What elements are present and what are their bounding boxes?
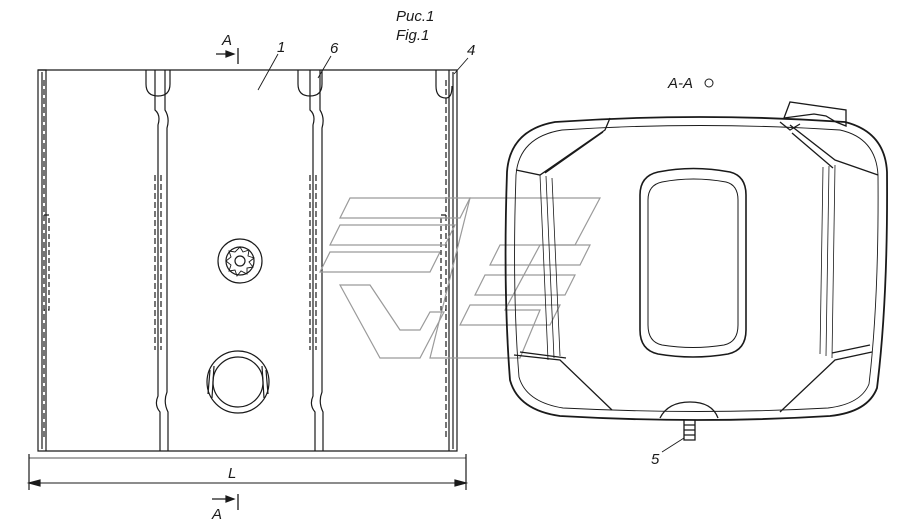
callout-1: 1	[277, 39, 285, 56]
rib-left-hidden	[154, 175, 162, 350]
rib-left-profile	[154, 70, 161, 451]
leader-4	[453, 57, 469, 75]
rib-right-hidden	[309, 175, 317, 350]
watermark-slash-1	[489, 244, 591, 266]
leader-6	[317, 55, 332, 79]
dimension-arrow-right	[454, 479, 469, 487]
watermark-chevron-right	[429, 197, 601, 359]
watermark-slash-3	[459, 304, 561, 326]
tank-side-outline	[37, 69, 458, 452]
center-panel-inner	[647, 178, 739, 348]
filler-neck-inner	[212, 356, 264, 408]
drain-flange-outer	[217, 238, 263, 284]
corner-rib-top-right	[789, 124, 879, 176]
right-hidden-step	[440, 214, 446, 311]
watermark-bar-3	[319, 251, 441, 273]
circle-view-icon	[704, 78, 714, 88]
filler-neck-lug-left	[207, 365, 215, 399]
side-strake-left	[539, 174, 561, 361]
left-hidden-step	[44, 214, 50, 311]
rib-left-inner	[164, 70, 169, 451]
callout-4: 4	[467, 42, 475, 59]
end-notch-right	[435, 70, 453, 99]
tank-side-view	[26, 48, 469, 510]
section-mark-top-label: A	[221, 32, 232, 49]
kamaz-logo-watermark	[319, 197, 601, 359]
dimension-label-l: L	[228, 465, 236, 482]
rib-right-notch	[297, 70, 323, 97]
drain-boss	[659, 401, 719, 419]
section-outer-body	[504, 116, 888, 421]
section-mark-bottom-arrow	[225, 495, 236, 503]
filler-neck-outer	[206, 350, 270, 414]
filler-cap	[783, 101, 847, 127]
corner-rib-bottom-right	[779, 344, 873, 413]
watermark-chevron-left	[338, 284, 445, 359]
callout-5: 5	[651, 451, 660, 468]
watermark-bar-1	[339, 197, 471, 219]
corner-rib-top-left	[515, 117, 611, 176]
watermark-bar-2	[329, 224, 456, 246]
filler-cap-neck	[779, 121, 801, 131]
drain-plug	[234, 255, 246, 267]
section-inner-body	[514, 125, 879, 412]
corner-rib-bottom-left	[513, 351, 613, 411]
rib-right-inner	[319, 70, 324, 451]
tank-section-view	[504, 101, 888, 453]
rib-right-profile	[309, 70, 316, 451]
right-end-cap	[448, 70, 454, 451]
center-panel-outer	[639, 167, 747, 358]
drain-flange-teeth	[225, 246, 255, 277]
leader-1	[257, 53, 279, 91]
section-mark-bottom-label: A	[211, 506, 222, 523]
leader-5	[661, 437, 685, 453]
section-mark-top-arrow	[225, 50, 236, 58]
dimension-arrow-left	[26, 479, 41, 487]
figure-caption-ru: Рис.1	[396, 8, 434, 25]
side-strake-right	[819, 164, 836, 359]
drain-valve	[683, 420, 696, 441]
left-end-cap	[38, 69, 47, 451]
section-view-label: A-A	[667, 75, 693, 92]
callout-6: 6	[330, 40, 339, 57]
rib-left-notch	[145, 70, 171, 97]
filler-neck-lug-right	[261, 365, 269, 399]
figure-caption-en: Fig.1	[396, 27, 429, 44]
watermark-slash-2	[474, 274, 576, 296]
